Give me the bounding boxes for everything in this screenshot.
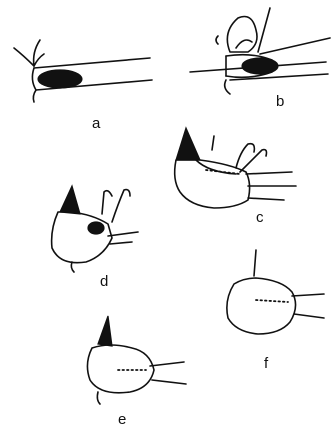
- panel-c-label: c: [256, 209, 264, 226]
- panel-a-drawing: [14, 40, 152, 102]
- panel-d: d: [52, 186, 138, 290]
- panel-c-drawing: [175, 128, 296, 208]
- panel-b: b: [190, 8, 330, 110]
- panel-d-label: d: [100, 273, 108, 290]
- panel-e-drawing: [87, 316, 186, 404]
- panel-f-label: f: [264, 355, 269, 372]
- panel-b-drawing: [190, 8, 330, 94]
- panel-c: c: [175, 128, 296, 226]
- panel-f-drawing: [227, 250, 324, 334]
- panel-a-label: a: [92, 115, 101, 132]
- panel-f: f: [227, 250, 324, 372]
- panel-e-label: e: [118, 411, 126, 425]
- panel-b-label: b: [276, 93, 284, 110]
- panel-a: a: [14, 40, 152, 132]
- panel-e: e: [87, 316, 186, 425]
- panel-d-drawing: [52, 186, 138, 272]
